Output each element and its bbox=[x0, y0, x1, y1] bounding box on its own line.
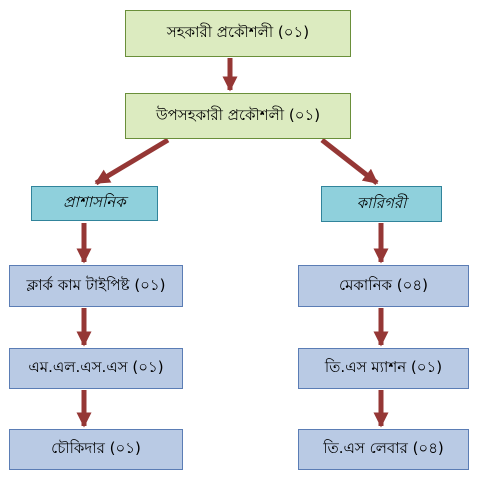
node-ts-labour: তি.এস লেবার (০৪) bbox=[298, 429, 469, 470]
arrow-second-to-technical bbox=[320, 138, 379, 185]
node-sub-assistant-engineer: উপসহকারী প্রকৌশলী (০১) bbox=[125, 93, 351, 139]
node-technical: কারিগরী bbox=[321, 186, 442, 222]
node-assistant-engineer: সহকারী প্রকৌশলী (০১) bbox=[125, 10, 351, 57]
node-mlss: এম.এল.এস.এস (০১) bbox=[9, 348, 183, 389]
node-mechanic: মেকানিক (০৪) bbox=[298, 265, 469, 307]
arrow-second-to-admin bbox=[94, 137, 170, 186]
node-guard: চৌকিদার (০১) bbox=[9, 429, 183, 470]
node-clerk-typist: ক্লার্ক কাম টাইপিষ্ট (০১) bbox=[9, 265, 183, 307]
node-ts-mason: তি.এস ম্যাশন (০১) bbox=[298, 348, 469, 389]
node-administrative: প্রাশাসনিক bbox=[31, 186, 158, 221]
